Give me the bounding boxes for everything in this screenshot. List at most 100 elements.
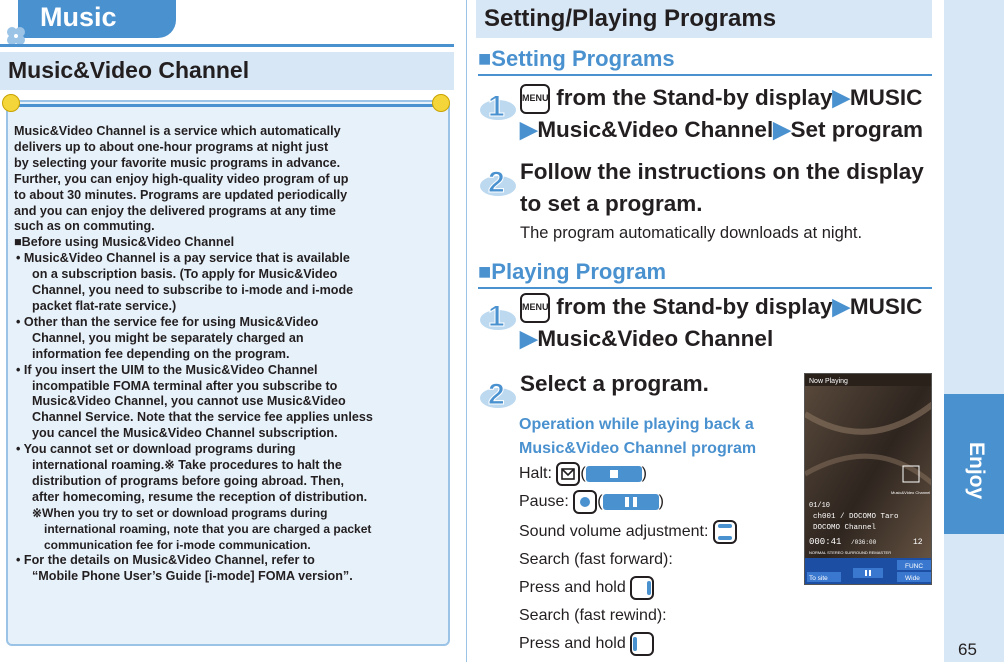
arrow-right-icon: ▶ [520,326,538,352]
bullet-item: • Music&Video Channel is a pay service t… [14,251,444,315]
arrow-right-icon: ▶ [773,117,791,143]
chapter-tab [18,0,176,38]
svg-text:ch001 / DOCOMO Taro: ch001 / DOCOMO Taro [813,513,899,521]
svg-text:To site: To site [809,575,828,582]
text-line: “Mobile Phone User’s Guide [i-mode] FOMA… [32,569,353,584]
svg-text:Enjoy: Enjoy [965,442,988,499]
page-title-bar: Setting/Playing Programs [476,0,932,38]
clover-icon [7,27,25,45]
text-line: Music&Video Channel, you cannot use Musi… [32,394,346,409]
arrow-right-icon: ▶ [832,85,850,110]
phone-screen-art: Now Playing Music&Video Channel 01/10 ch… [805,374,931,584]
svg-text:000:41: 000:41 [809,537,841,547]
note-top-rule [10,104,440,107]
text-line: international roaming.※ Take procedures … [32,458,342,473]
text-line: by selecting your favorite music program… [14,155,341,170]
bullet-list: • Music&Video Channel is a pay service t… [14,251,444,506]
svg-text:FUNC: FUNC [905,563,923,570]
halt-row: Halt: () [519,460,647,488]
text-line: distribution of programs before going ab… [32,473,345,488]
text-line: delivers up to about one-hour programs a… [14,139,329,154]
note-box [6,100,450,646]
menu-key-icon: MENU [520,293,550,324]
side-strip [944,0,1004,662]
text-line: incompatible FOMA terminal after you sub… [32,378,338,393]
svg-text:01/10: 01/10 [809,502,830,510]
svg-text:Music&Video Channel: Music&Video Channel [891,490,930,495]
setting-step-2: Follow the instructions on the display t… [520,159,924,216]
text-line: after homecoming, resume the reception o… [32,489,368,504]
center-key-icon [573,489,598,514]
pause-row: Pause: () [519,488,664,516]
svg-text:2: 2 [488,378,505,411]
pushpin-icon [432,94,450,112]
text-line: you cancel the Music&Video Channel subsc… [32,426,338,441]
text-line: • Other than the service fee for using M… [16,314,319,329]
operation-title-1: Operation while playing back a [519,416,754,433]
svg-text:Wide: Wide [905,575,920,582]
text-line: • You cannot set or download programs du… [16,442,296,457]
details-bullet: • For the details on Music&Video Channel… [14,553,444,585]
svg-text:Now Playing: Now Playing [809,378,848,385]
rw-row: Press and hold [519,630,655,658]
step-2-badge: 2 [480,166,516,200]
left-key-icon [630,631,655,656]
text-line: • For the details on Music&Video Channel… [16,553,315,568]
volume-row: Sound volume adjustment: [519,518,737,546]
arrow-right-icon: ▶ [520,117,538,143]
playing-heading: ■Playing Program [478,259,667,284]
text-line: ※When you try to set or download program… [32,505,328,520]
text-line: international roaming, note that you are… [44,521,372,536]
step-1-badge: 1 [480,300,516,334]
page-number: 65 [958,640,977,659]
text-line: to about 30 minutes. Programs are update… [14,187,348,202]
text-line: information fee depending on the program… [32,346,290,361]
text-line: Further, you can enjoy high-quality vide… [14,171,349,186]
ff-row: Press and hold [519,574,655,602]
chapter-title: Music [40,2,117,32]
text-line: on a subscription basis. (To apply for M… [32,267,338,282]
svg-text:1: 1 [488,300,505,333]
bullet-item: • If you insert the UIM to the Music&Vid… [14,363,444,443]
text-line: such as on commuting. [14,219,155,234]
roaming-subnote: ※When you try to set or download program… [14,506,444,554]
menu-key-icon: MENU [520,84,550,115]
text-line: Channel Service. Note that the service f… [32,410,373,425]
side-tab-label: Enjoy [965,442,988,499]
phone-screen: Now Playing Music&Video Channel 01/10 ch… [804,373,932,585]
text-line: Channel, you might be separately charged… [32,330,304,345]
svg-text:12: 12 [913,538,923,547]
text-line: packet flat-rate service.) [32,298,177,313]
chapter-rule [0,44,454,47]
pushpin-icon [2,94,20,112]
bullet-item: • You cannot set or download programs du… [14,442,444,506]
step-1-badge: 1 [480,90,516,124]
before-heading: ■Before using Music&Video Channel [14,235,235,250]
note-text: Music&Video Channel is a service which a… [14,124,444,585]
step-2-badge: 2 [480,378,516,412]
page-title: Setting/Playing Programs [484,5,777,32]
rw-label: Search (fast rewind): [519,607,667,624]
setting-rule [478,74,932,76]
up-down-key-icon [712,519,737,544]
svg-text:DOCOMO Channel: DOCOMO Channel [813,524,877,532]
right-key-icon [630,575,655,600]
text-line: Channel, you need to subscribe to i-mode… [32,283,354,298]
text-line: communication fee for i-mode communicati… [44,537,311,552]
svg-text:2: 2 [488,166,505,199]
playing-step-2: Select a program. [520,371,709,396]
column-divider [466,0,467,662]
text-line: • If you insert the UIM to the Music&Vid… [16,362,318,377]
text-line: • Music&Video Channel is a pay service t… [16,251,350,266]
svg-text:1: 1 [488,90,505,123]
playing-step-1: MENU from the Stand-by display▶MUSIC ▶Mu… [520,293,923,352]
section-title: Music&Video Channel [8,57,250,83]
pause-icon [602,493,659,510]
side-tab [944,394,1004,534]
mail-key-icon [556,461,581,486]
bullet-item: • Other than the service fee for using M… [14,315,444,363]
svg-text:NORMAL STEREO SURROUND REMA: NORMAL STEREO SURROUND REMASTER [809,550,891,555]
arrow-right-icon: ▶ [832,294,850,319]
setting-step-1: MENU from the Stand-by display▶MUSIC ▶Mu… [520,84,924,143]
setting-step-2-note: The program automatically downloads at n… [520,224,863,242]
